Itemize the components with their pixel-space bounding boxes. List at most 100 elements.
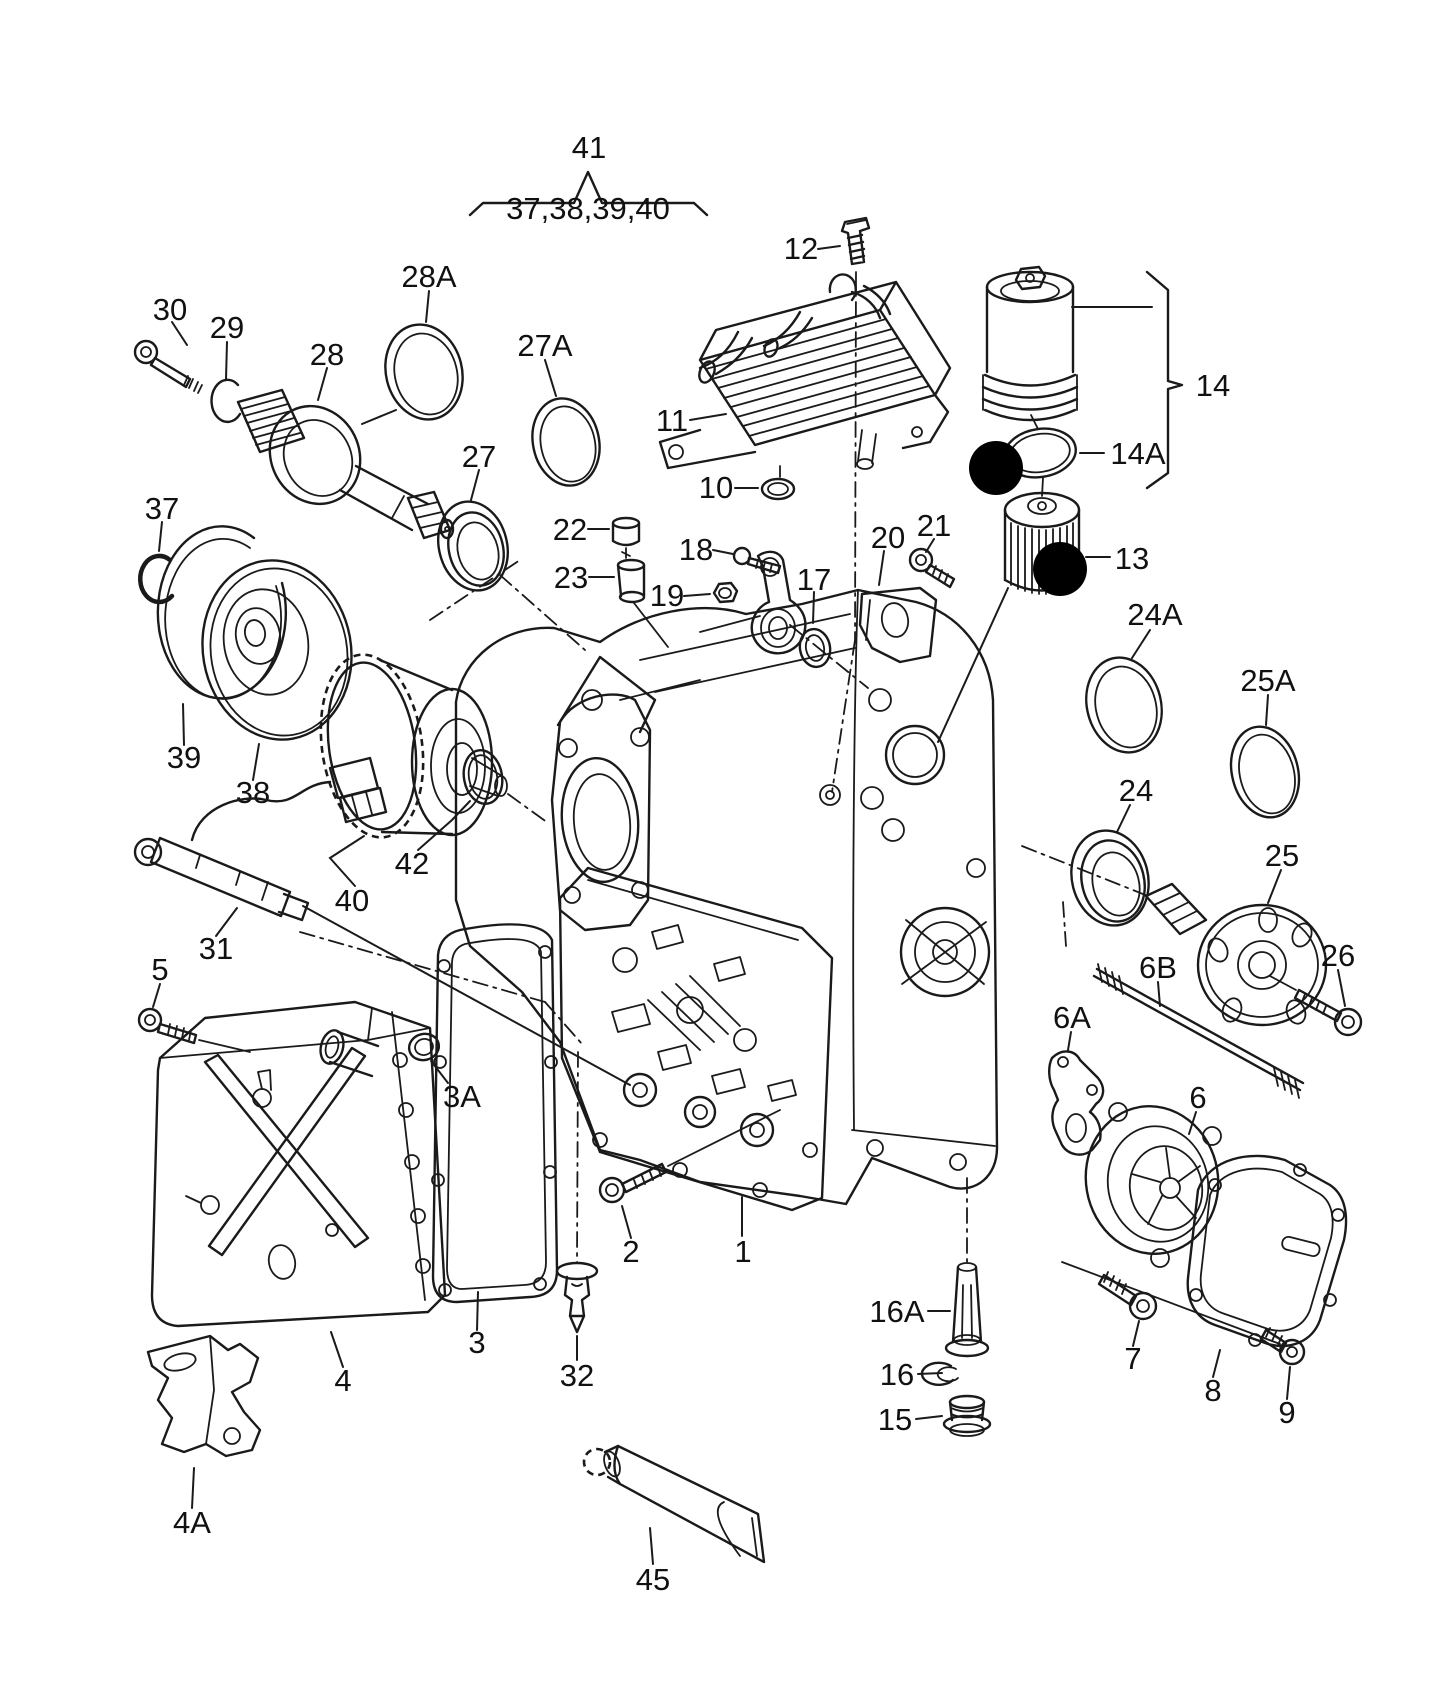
part-22-cap: 22 — [553, 512, 641, 559]
sensor-ear-hole — [141, 845, 155, 859]
case-rear-face-hub — [932, 939, 958, 965]
pump-6-spokes — [1131, 1147, 1201, 1225]
part-6-pump: 6 — [1084, 1080, 1222, 1268]
leader-25A — [1265, 694, 1269, 726]
leader-28A — [425, 290, 430, 323]
part-label-41: 41 — [572, 130, 606, 165]
nut-19 — [712, 581, 739, 604]
filter-mount-line — [937, 587, 1009, 743]
part-25A-seal-ring: 25A — [1229, 663, 1301, 819]
part-28A-seal-ring: 28A — [361, 259, 464, 425]
lever-17 — [750, 550, 807, 655]
bolt-9-head — [1278, 1338, 1306, 1366]
pan-pipe-stub — [328, 1030, 380, 1078]
drum-face-hub — [446, 742, 478, 796]
leader-18 — [712, 549, 734, 555]
case-flange-opening-inner — [572, 773, 632, 871]
part-29-snap-ring: 29 — [210, 310, 244, 424]
part-20-bracket: 20 — [858, 520, 938, 664]
leader-27A — [544, 359, 557, 397]
bush-23-body — [616, 563, 646, 598]
shaft-28-body — [338, 464, 430, 532]
leader-12 — [817, 245, 841, 250]
part-28-input-shaft: 28 — [236, 337, 455, 540]
cooler-hose-mouth-mid — [763, 338, 779, 358]
part-label-16A: 16A — [869, 1294, 924, 1329]
cover-8-slot — [1281, 1235, 1321, 1258]
leader-15 — [915, 1415, 943, 1420]
vb-bolt-4 — [802, 1142, 818, 1158]
pan-pipe-mouth — [319, 1029, 345, 1065]
gasket-3-hole-5 — [438, 1283, 452, 1297]
pan-boss-1 — [252, 1088, 272, 1108]
cooler-hose-mouth-left — [698, 360, 716, 384]
part-4A-bracket: 4A — [146, 1334, 262, 1540]
part-23-bushing: 23 — [554, 558, 669, 648]
bracket-4A-fold — [205, 1335, 215, 1445]
part-10-seal-ring: 10 — [699, 465, 796, 505]
axis-12b — [831, 639, 856, 793]
piston-rim — [209, 567, 349, 737]
tick-28A — [361, 409, 397, 425]
dash-case-to-pan — [299, 931, 546, 1003]
ring-42-inner — [467, 754, 499, 800]
flange-25-spline — [1144, 882, 1208, 936]
ring-25A-inner — [1238, 733, 1296, 815]
part-7-bolt: 7 — [1097, 1271, 1158, 1376]
flange-25-hole-3 — [1207, 937, 1229, 963]
part-label-22: 22 — [553, 512, 587, 547]
flange-25-hub — [1237, 940, 1287, 990]
bolt-26-head-inner — [1341, 1015, 1355, 1029]
part-27-shaft-seal: 27 — [437, 439, 586, 651]
case-split-line — [852, 589, 859, 1131]
bolt-21-head-inner — [915, 554, 927, 566]
part-label-26: 26 — [1321, 938, 1355, 973]
part-label-2: 2 — [622, 1234, 639, 1269]
dash-pan-to-vb — [544, 1001, 583, 1045]
gasket-6A-hole-2 — [1086, 1084, 1098, 1096]
bolt-21-shaft — [924, 563, 956, 589]
valve-body-hatch — [647, 975, 741, 1051]
axis-27 — [499, 574, 586, 651]
leader-17 — [812, 591, 815, 624]
bolt-18-shaft — [746, 556, 782, 575]
ring-27A-inner — [539, 405, 597, 483]
leader-6B — [1157, 981, 1161, 1007]
cooler-mount-tab — [658, 428, 757, 470]
part-label-42: 42 — [395, 846, 429, 881]
bracket-4A-slot — [163, 1352, 197, 1372]
case-bottom-hole-1 — [866, 1139, 884, 1157]
cap-22-body — [611, 521, 641, 547]
lever-17-hole — [760, 557, 780, 577]
part-8-end-cover: 8 — [1061, 1154, 1348, 1408]
piston-mid — [222, 588, 310, 696]
part-6B-shaft: 6B — [1092, 950, 1305, 1099]
bracket-4A-hole — [223, 1427, 241, 1445]
part-label-5: 5 — [151, 952, 168, 987]
ring-28A-inner — [393, 332, 459, 416]
leader-6A — [1067, 1031, 1072, 1051]
cover-8-hole-3 — [1331, 1208, 1345, 1222]
bolt-2-shaft — [620, 1162, 668, 1194]
part-13-filter-element: 13 — [937, 477, 1149, 743]
part-9-bolt: 9 — [1259, 1327, 1306, 1430]
cooler-pipe-hook — [828, 273, 857, 302]
part-21-bolt: 21 — [908, 508, 956, 589]
cooler-pipe-mouth — [856, 458, 874, 470]
solenoid-1 — [612, 947, 638, 973]
cooler-tab-hole-right — [911, 426, 923, 438]
part-label-11: 11 — [656, 403, 688, 438]
sensor-body — [149, 836, 292, 918]
leader-3 — [476, 1291, 479, 1331]
bolt-5-threads — [167, 1023, 192, 1041]
bush-23-top — [616, 558, 646, 572]
filter-hub-hole — [1037, 501, 1047, 511]
case-gusset-hole — [581, 689, 603, 711]
bracket-4A — [146, 1334, 262, 1458]
sensor-connector — [328, 756, 388, 824]
part-17-lever-and-seal: 17 — [750, 550, 869, 689]
part-label-25: 25 — [1265, 838, 1299, 873]
leader-4A — [191, 1467, 195, 1509]
solenoid-4 — [622, 1072, 658, 1108]
bracket-20-fold — [865, 599, 871, 641]
